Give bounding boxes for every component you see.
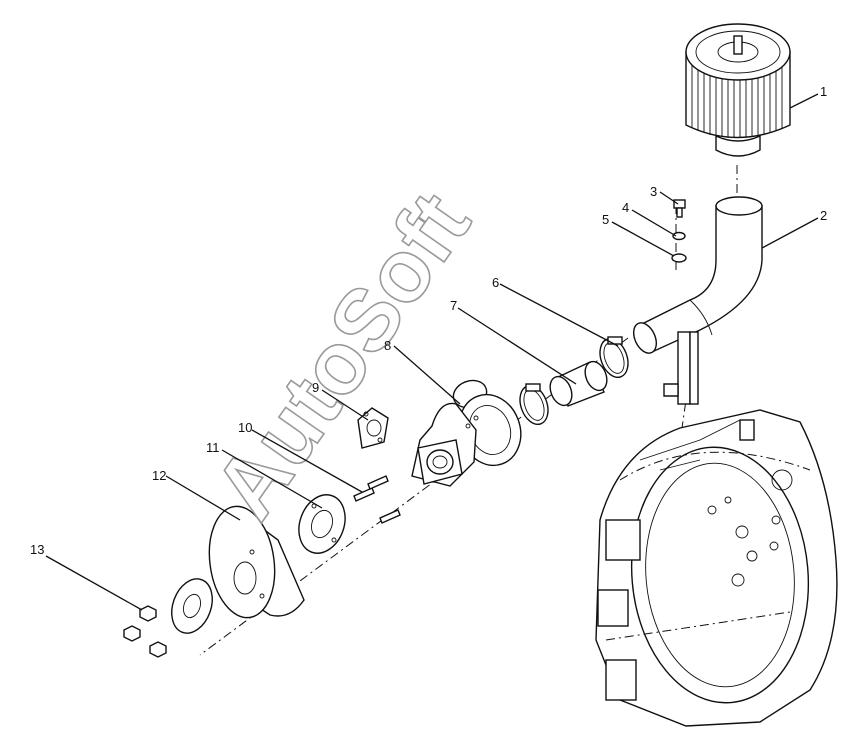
- lock-washer: [672, 231, 686, 241]
- exhaust-drum: [208, 505, 305, 619]
- flat-washer: [671, 253, 687, 263]
- hose-clamp-upper: [599, 336, 629, 379]
- rubber-sleeve: [549, 360, 608, 407]
- flywheel-housing: [595, 409, 838, 727]
- turbo-gasket: [357, 407, 389, 449]
- callout-11: 11: [206, 440, 220, 455]
- callout-13: 13: [30, 542, 44, 557]
- callout-12: 12: [152, 468, 166, 483]
- bolt: [673, 199, 686, 218]
- callout-5: 5: [602, 212, 609, 227]
- callout-10: 10: [238, 420, 252, 435]
- hose-clamp-lower: [519, 383, 549, 426]
- callout-9: 9: [312, 380, 319, 395]
- intake-elbow-pipe: [632, 196, 763, 405]
- callout-6: 6: [492, 275, 499, 290]
- callout-4: 4: [622, 200, 629, 215]
- callout-7: 7: [450, 298, 457, 313]
- callout-numbers: 1 2 3 4 5 6 7 8 9 10 11 12 13: [30, 84, 827, 557]
- leader-lines: [45, 93, 819, 611]
- callout-1: 1: [820, 84, 827, 99]
- exhaust-flange: [298, 494, 346, 554]
- callout-8: 8: [384, 338, 391, 353]
- callout-2: 2: [820, 208, 827, 223]
- flange-plate: [171, 578, 213, 634]
- callout-3: 3: [650, 184, 657, 199]
- air-filter: [685, 23, 791, 157]
- turbocharger: [411, 379, 522, 487]
- stud-bolts: [353, 475, 401, 524]
- hex-nuts: [123, 605, 167, 658]
